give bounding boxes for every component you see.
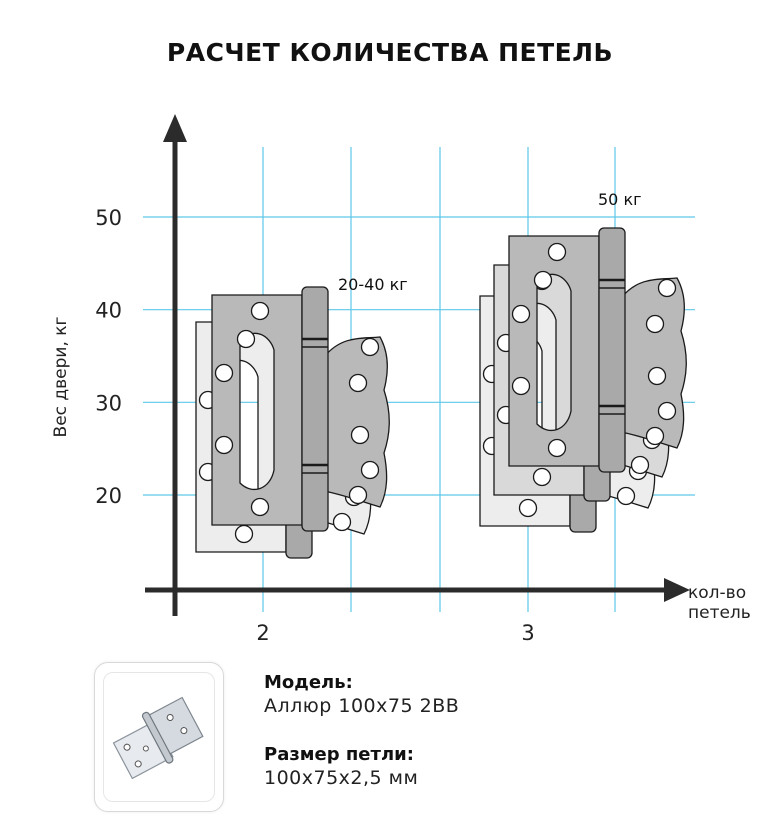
- hinge-wing: [620, 277, 687, 449]
- screw-hole: [332, 512, 352, 532]
- y-tick-label: 30: [95, 391, 122, 415]
- screw-hole: [547, 242, 567, 262]
- screw-hole: [657, 278, 677, 298]
- screw-hole: [547, 438, 567, 458]
- hinge-wing: [323, 336, 390, 508]
- screw-hole: [511, 376, 531, 396]
- axes: [145, 114, 690, 616]
- y-tick-label: 40: [95, 299, 122, 323]
- group-label: 20-40 кг: [338, 275, 408, 294]
- y-axis-arrow: [163, 114, 187, 142]
- screw-hole: [616, 486, 636, 506]
- screw-hole: [250, 301, 270, 321]
- screw-hole: [348, 373, 368, 393]
- screw-hole: [645, 314, 665, 334]
- x-axis-label: кол-во: [688, 583, 746, 603]
- screw-hole: [214, 435, 234, 455]
- chart-title: РАСЧЕТ КОЛИЧЕСТВА ПЕТЕЛЬ: [166, 38, 614, 67]
- hinge-front: [508, 227, 687, 473]
- hinge-product-icon: [112, 696, 204, 780]
- screw-hole: [236, 329, 256, 349]
- screw-hole: [348, 485, 368, 505]
- group-label: 50 кг: [598, 190, 642, 209]
- hinge-barrel: [598, 227, 626, 473]
- screw-hole: [532, 467, 552, 487]
- model-value: Аллюр 100x75 2BB: [264, 695, 460, 717]
- screw-hole: [630, 455, 650, 475]
- screw-hole: [360, 337, 380, 357]
- y-tick-label: 20: [95, 484, 122, 508]
- x-tick-label: 3: [521, 621, 534, 645]
- hinge-front: [211, 286, 390, 532]
- product-thumbnail: [94, 662, 224, 812]
- hinge-leaf: [211, 294, 303, 526]
- size-value: 100x75x2,5 мм: [264, 767, 419, 789]
- screw-hole: [645, 426, 665, 446]
- screw-hole: [511, 304, 531, 324]
- hinge-barrel: [301, 286, 329, 532]
- screw-hole: [533, 270, 553, 290]
- screw-hole: [360, 460, 380, 480]
- screw-hole: [647, 366, 667, 386]
- size-label: Размер петли:: [264, 744, 414, 765]
- y-tick-label: 50: [95, 206, 122, 230]
- screw-hole: [234, 524, 254, 544]
- model-block: Модель: Аллюр 100x75 2BB: [264, 672, 459, 717]
- screw-hole: [250, 497, 270, 517]
- size-block: Размер петли: 100x75x2,5 мм: [264, 744, 418, 789]
- thumbnail-frame: [103, 672, 215, 802]
- y-axis-label: Вес двери, кг: [51, 316, 71, 437]
- x-axis-arrow: [664, 578, 690, 602]
- screw-hole: [350, 425, 370, 445]
- x-axis-label: петель: [688, 603, 751, 623]
- screw-hole: [214, 363, 234, 383]
- screw-hole: [657, 401, 677, 421]
- x-tick-label: 2: [256, 621, 269, 645]
- screw-hole: [518, 498, 538, 518]
- model-label: Модель:: [264, 672, 353, 693]
- hinge-illustrations: [195, 227, 687, 559]
